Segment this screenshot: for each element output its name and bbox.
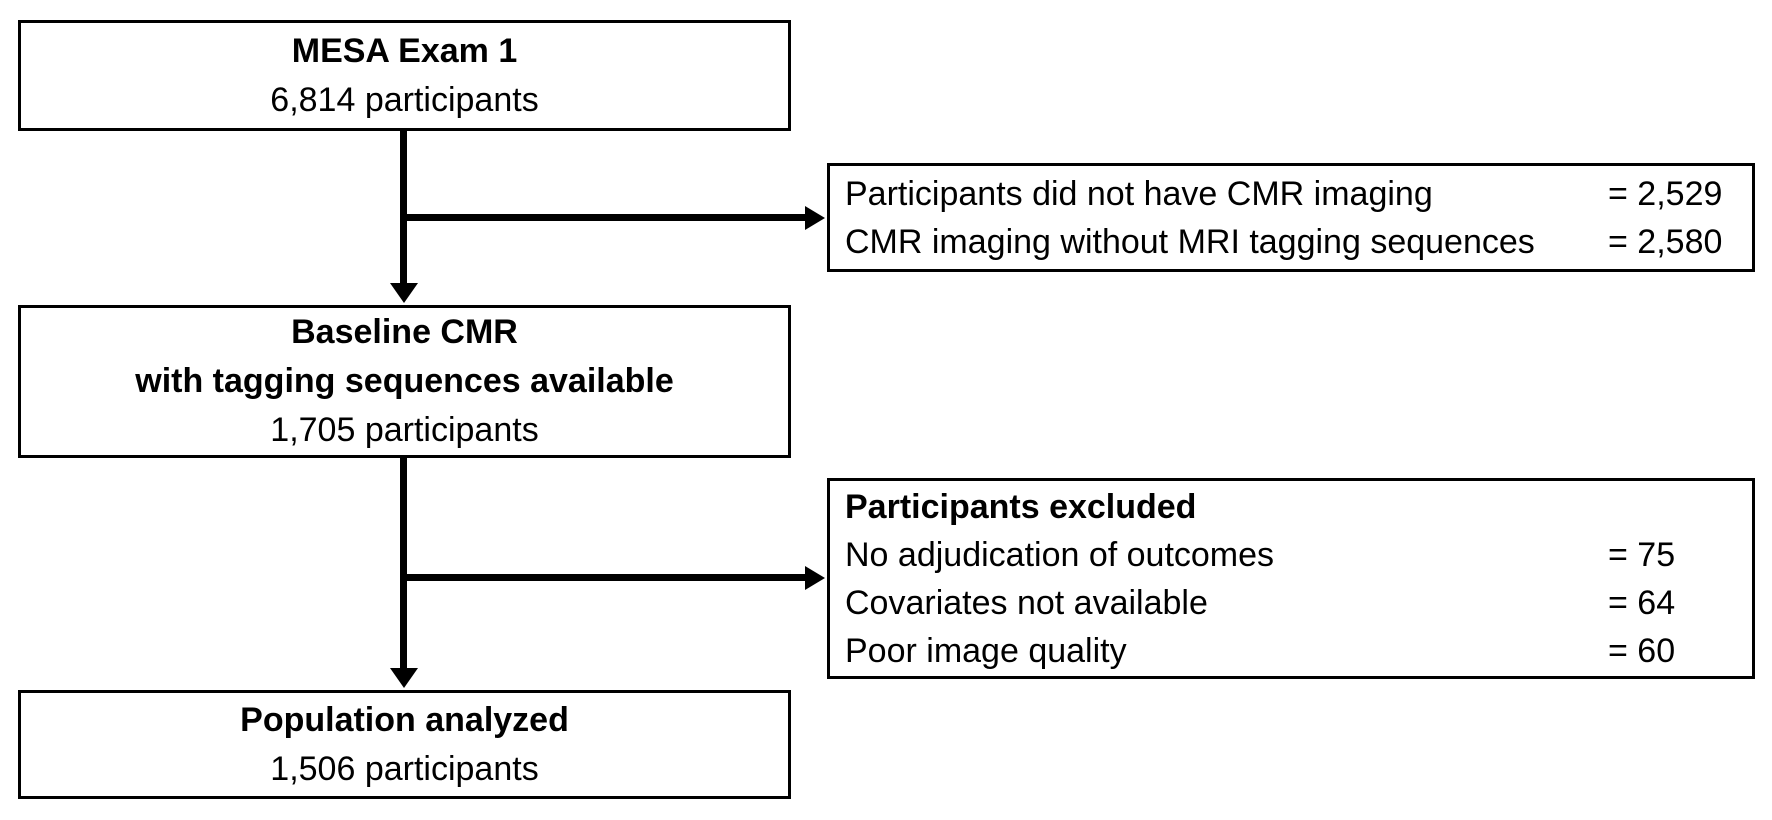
population-analyzed-box: Population analyzed 1,506 participants [18,690,791,799]
arrow-right-icon [805,566,825,590]
exclusion-value: = 2,529 [1608,174,1723,213]
participants-excluded-title: Participants excluded [845,487,1197,526]
arrow-down-icon [390,668,418,688]
population-analyzed-count: 1,506 participants [270,749,539,788]
exclusion-row: Poor image quality = 60 [845,627,1752,675]
mesa-exam-title: MESA Exam 1 [291,31,518,70]
exclusion-value: = 64 [1608,583,1676,622]
connector-line-branch2-horizontal [400,574,805,581]
mesa-exam-count: 6,814 participants [270,80,539,119]
exclusion-label: Participants did not have CMR imaging [845,174,1433,213]
exclusion-value: = 2,580 [1608,222,1723,261]
participants-excluded-title-row: Participants excluded [845,483,1752,531]
arrow-down-icon [390,283,418,303]
baseline-cmr-count: 1,705 participants [270,411,539,449]
connector-line-bottom-vertical [400,458,407,668]
baseline-cmr-title-line2: with tagging sequences available [135,362,674,400]
connector-line-branch1-horizontal [400,214,805,221]
participants-excluded-box: Participants excluded No adjudication of… [827,478,1755,679]
exclusion-label: Poor image quality [845,631,1127,670]
exclusion-label: CMR imaging without MRI tagging sequence… [845,222,1535,261]
exclusion-value: = 60 [1608,631,1676,670]
exclusion-row: Participants did not have CMR imaging = … [845,170,1752,218]
connector-line-top-vertical [400,130,407,283]
exclusion-row: CMR imaging without MRI tagging sequence… [845,218,1752,266]
exclusion-label: No adjudication of outcomes [845,535,1275,574]
exclusion-row: Covariates not available = 64 [845,579,1752,627]
exclusion-value: = 75 [1608,535,1676,574]
baseline-cmr-box: Baseline CMR with tagging sequences avai… [18,305,791,458]
mesa-exam-box: MESA Exam 1 6,814 participants [18,20,791,131]
exclusion-label: Covariates not available [845,583,1208,622]
exclusion-row: No adjudication of outcomes = 75 [845,531,1752,579]
cmr-exclusions-box: Participants did not have CMR imaging = … [827,163,1755,272]
baseline-cmr-title-line1: Baseline CMR [291,313,518,351]
population-analyzed-title: Population analyzed [240,700,569,739]
arrow-right-icon [805,206,825,230]
